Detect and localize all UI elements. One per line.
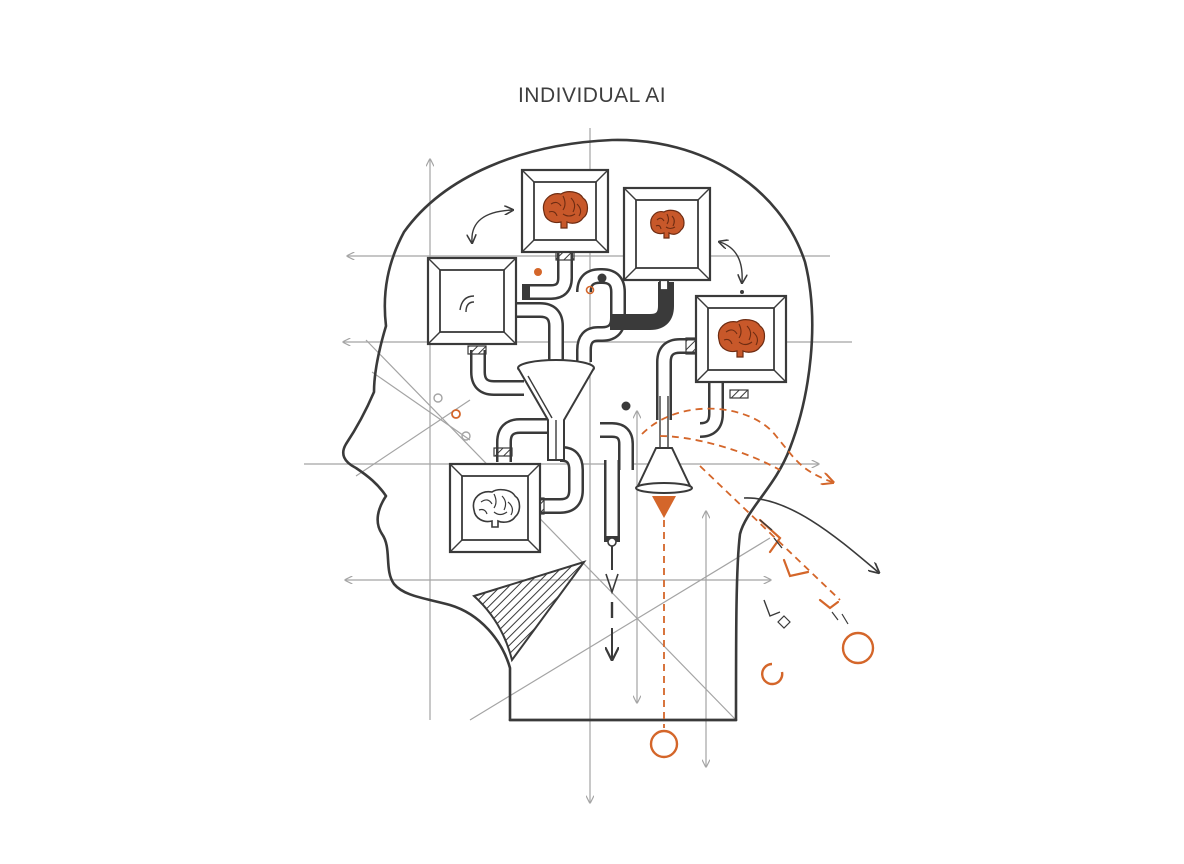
construction-guides	[304, 128, 852, 802]
pipe-network	[467, 250, 749, 542]
outgoing-arrow-icon	[743, 497, 878, 629]
brain-icon	[650, 209, 685, 239]
brain-outline-icon	[472, 488, 521, 528]
brain-icon	[717, 319, 766, 358]
diagram-title: INDIVIDUAL AI	[517, 84, 667, 107]
output-drip	[606, 537, 618, 658]
exchange-arrow-icon	[472, 210, 512, 242]
refresh-icon	[761, 662, 784, 686]
brain-frame-left	[426, 256, 518, 346]
node-dots	[433, 268, 744, 441]
exchange-arrow-icon	[720, 242, 742, 282]
head-outline	[342, 138, 814, 722]
output-funnel-icon	[635, 396, 693, 518]
brain-icon	[542, 191, 589, 229]
jaw-hatch	[472, 560, 587, 663]
funnel-icon	[517, 359, 595, 461]
